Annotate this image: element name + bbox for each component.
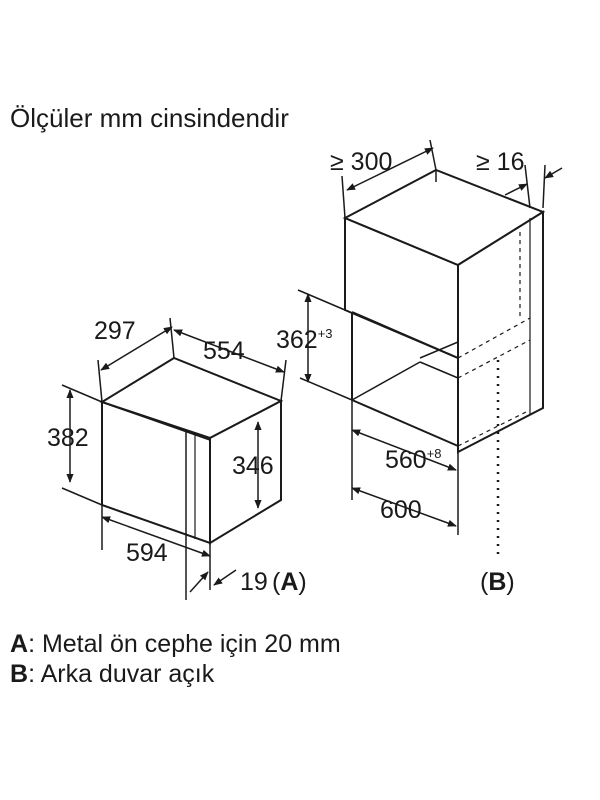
dim-cabinet-width: 600 [380,496,422,524]
dim-niche-gap: ≥ 16 [476,148,524,176]
oven-dimension-lines [61,317,287,600]
dim-oven-height: 382 [47,424,89,452]
dim-oven-width-bottom: 594 [126,539,168,567]
dim-oven-inner-height: 346 [232,452,274,480]
niche-hidden-lines [457,232,531,447]
label-a: (A) [272,568,307,596]
legend-key-a: A [10,630,29,658]
niche-drawing [342,168,546,454]
niche-dimension-lines [297,139,563,535]
legend-line-a: A: Metal ön cephe için 20 mm [10,630,341,659]
page-title: Ölçüler mm cinsindendir [10,103,289,133]
legend-key-b: B [10,660,29,688]
legend-line-b: B: Arka duvar açık [10,660,214,689]
dim-niche-depth: ≥ 300 [330,148,392,176]
dim-niche-width: 560+8 [385,446,442,474]
oven-drawing [99,356,284,545]
dim-oven-width-top: 554 [203,337,245,365]
side-panel [457,210,544,454]
label-b: (B) [480,568,515,596]
dim-oven-front: 19 [240,568,268,596]
dim-oven-depth: 297 [94,317,136,345]
dim-niche-height: 362+3 [276,326,333,354]
legend-text-a: : Metal ön cephe için 20 mm [28,630,341,658]
legend-text-b: : Arka duvar açık [28,660,215,688]
oven-side-face [209,399,282,545]
